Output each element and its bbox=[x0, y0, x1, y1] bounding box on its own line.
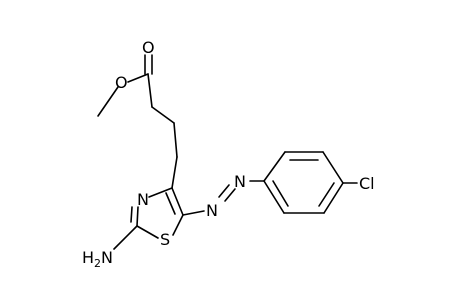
bond-s-c2 bbox=[136, 225, 159, 239]
bond-c2-n3-inner bbox=[130, 206, 133, 223]
amine-subscript: 2 bbox=[94, 257, 101, 270]
ring-sulfur-label: S bbox=[160, 230, 170, 249]
bond-c2-n3 bbox=[136, 206, 139, 227]
bonds bbox=[97, 54, 358, 250]
carbonyl-oxygen-label: O bbox=[142, 38, 155, 57]
bond-chain-ring bbox=[171, 156, 178, 189]
bond-chain-2 bbox=[151, 106, 175, 124]
amine-label: H2N bbox=[82, 248, 113, 270]
amine-n-label: N bbox=[101, 248, 113, 267]
bond-ar-3 bbox=[322, 151, 344, 184]
bond-ar-inner-3 bbox=[272, 180, 289, 207]
amine-h-label: H bbox=[82, 248, 94, 267]
bond-c5-azo-n1 bbox=[182, 210, 205, 216]
bond-ar-1 bbox=[263, 151, 286, 182]
bond-c4-c5 bbox=[171, 187, 184, 216]
atom-labels: O O N S N N Cl H2N bbox=[82, 38, 375, 270]
bond-azo-double-b bbox=[218, 184, 230, 198]
bond-c4-c5-inner bbox=[165, 192, 176, 215]
bond-c2-nh2 bbox=[113, 225, 138, 250]
chlorine-label: Cl bbox=[359, 174, 375, 193]
bond-azo-double-a bbox=[224, 188, 236, 202]
bond-n3-c4 bbox=[148, 187, 173, 198]
azo-n2-label: N bbox=[234, 172, 246, 191]
bond-chain-1 bbox=[147, 73, 153, 108]
ring-nitrogen-label: N bbox=[137, 190, 149, 209]
azo-n1-label: N bbox=[206, 201, 218, 220]
bond-c5-s bbox=[172, 214, 184, 236]
bond-ester-o-carbonyl-c bbox=[127, 73, 149, 83]
bond-ar-inner-2 bbox=[318, 182, 335, 207]
bond-ar-4 bbox=[323, 182, 344, 214]
bond-methyl-ester-o bbox=[97, 86, 119, 117]
ester-oxygen-label: O bbox=[115, 73, 128, 92]
bond-chain-3 bbox=[173, 122, 178, 158]
bond-ar-6 bbox=[263, 180, 285, 214]
